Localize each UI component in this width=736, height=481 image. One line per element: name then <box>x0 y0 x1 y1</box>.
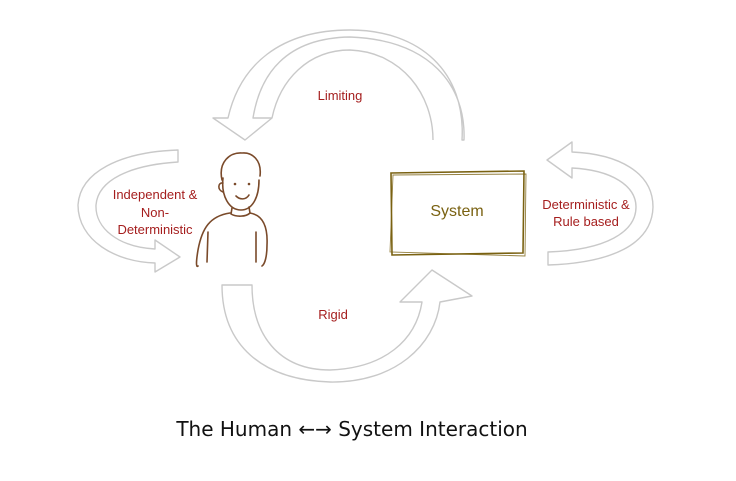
top-curved-arrow-back <box>271 49 434 141</box>
diagram-caption: The Human ←→ System Interaction <box>175 417 527 441</box>
left-loop-arrow <box>77 149 181 273</box>
left-loop-label-line1: Independent & <box>113 187 198 202</box>
right-loop-label-line1: Deterministic & <box>542 197 630 212</box>
limiting-label: Limiting <box>318 88 363 103</box>
system-label: System <box>430 203 483 220</box>
system-box <box>389 170 527 257</box>
top-curved-arrow <box>212 29 465 141</box>
bottom-curved-arrow <box>221 269 473 383</box>
left-loop-label-line3: Deterministic <box>117 222 193 237</box>
person-icon <box>195 152 268 268</box>
rigid-label: Rigid <box>318 307 348 322</box>
right-loop-arrow <box>546 141 654 266</box>
right-loop-label-line2: Rule based <box>553 214 619 229</box>
left-loop-label-line2: Non- <box>141 205 169 220</box>
